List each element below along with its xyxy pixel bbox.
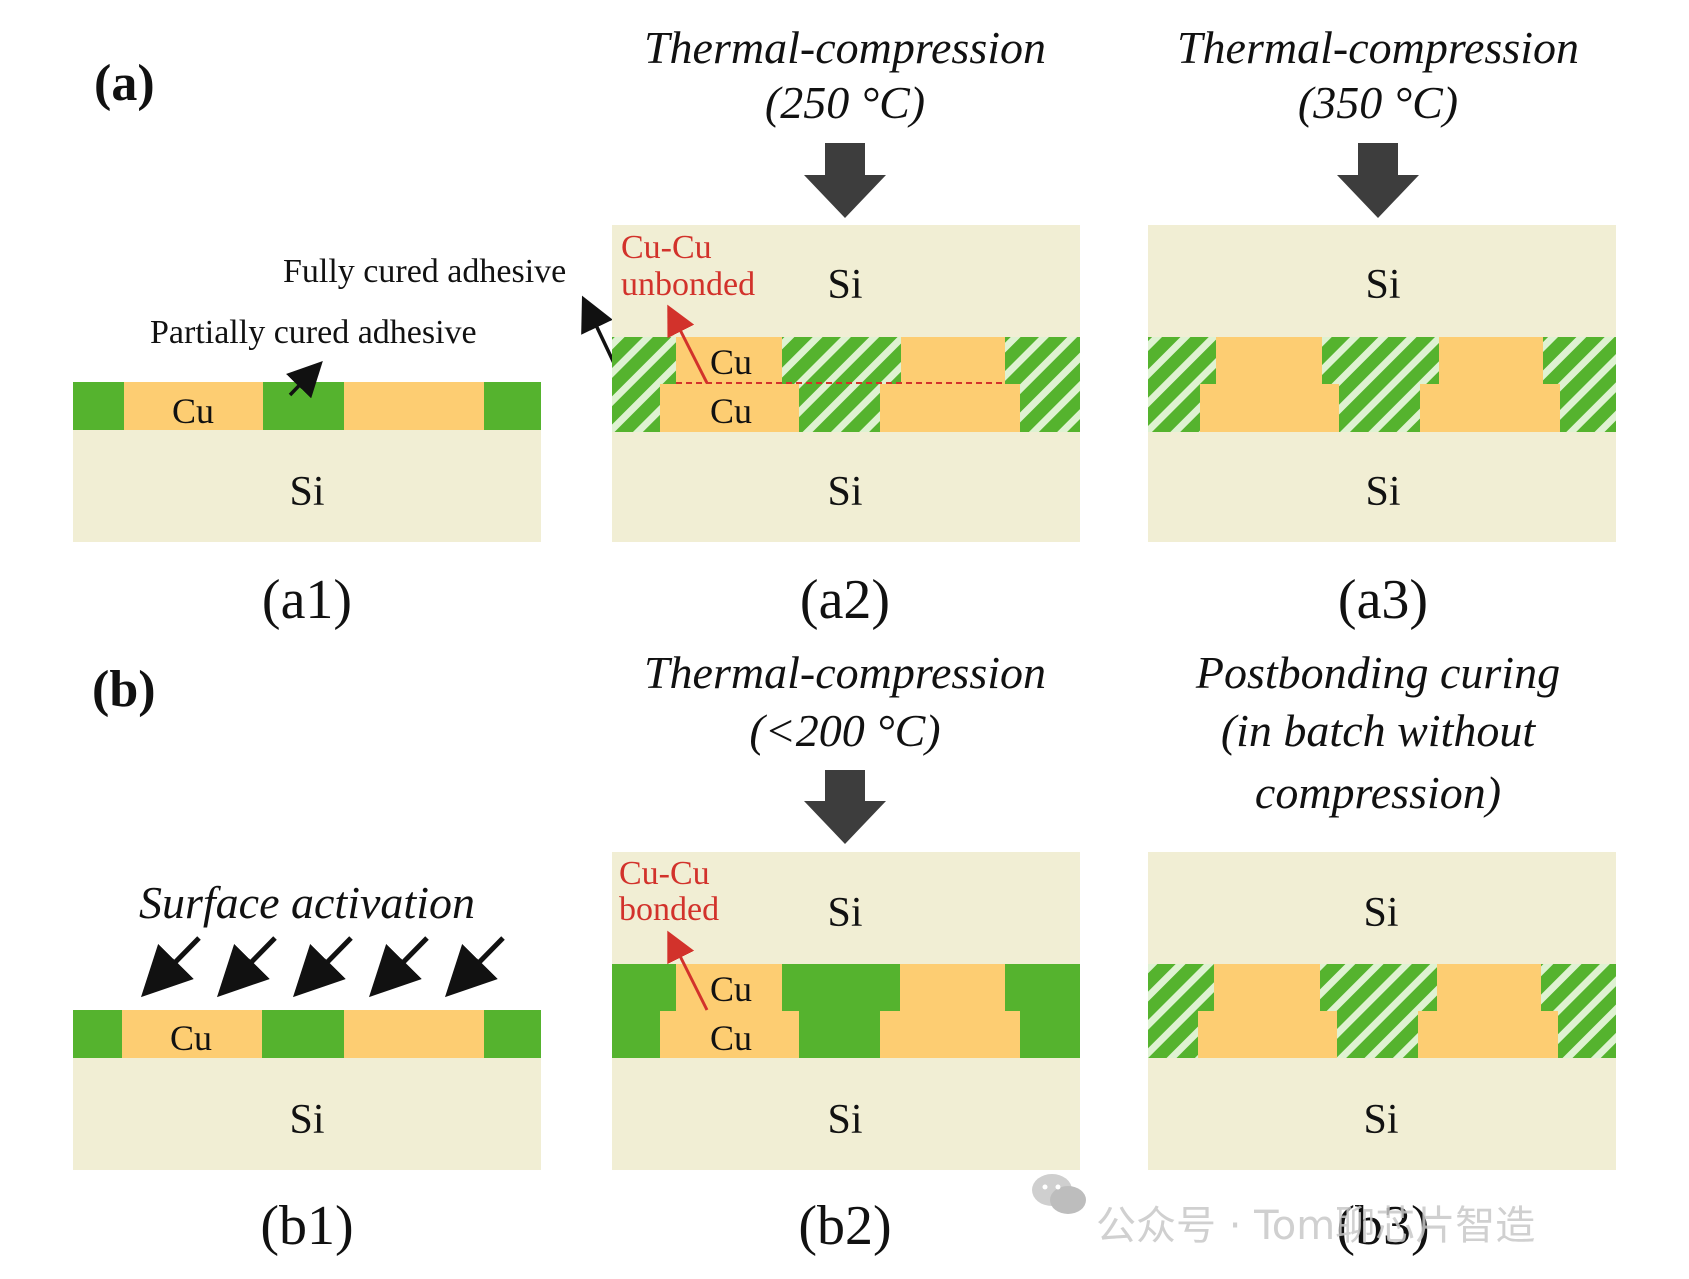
caption-a3: (a3) xyxy=(1338,569,1428,631)
caption-b2: (b2) xyxy=(798,1195,891,1257)
b2-si-bottom xyxy=(612,1058,1080,1170)
a2-title-line2: (250 °C) xyxy=(765,77,925,128)
b2-si-bottom-label: Si xyxy=(827,1097,862,1143)
a2-down-arrow-icon xyxy=(804,143,886,218)
a2-cu-top-label: Cu xyxy=(710,342,752,382)
a2-cu-bottom-2 xyxy=(880,384,1020,432)
a3-si-top-label: Si xyxy=(1365,262,1400,308)
a2-cu-top-1 xyxy=(676,337,782,384)
fully-cured-label: Fully cured adhesive xyxy=(283,253,566,290)
a3-cu-bottom-2 xyxy=(1420,384,1560,432)
a2-unbonded-label-line1: Cu-Cu xyxy=(621,229,712,266)
b2-down-arrow-icon xyxy=(804,770,886,844)
a1-si-label: Si xyxy=(289,469,324,515)
panel-a-label: (a) xyxy=(94,55,155,112)
b2-title-line2: (<200 °C) xyxy=(749,705,940,756)
a3-cu-top-1 xyxy=(1216,337,1322,384)
a2-si-bottom-label: Si xyxy=(827,469,862,515)
b2-cu-top-2 xyxy=(900,964,1005,1011)
activation-arrow-icon xyxy=(444,936,505,998)
b3-cu-bottom-2 xyxy=(1418,1011,1558,1058)
b2-bonded-label-line2: bonded xyxy=(619,891,719,928)
a3-structure: Si Si xyxy=(1148,225,1616,542)
b3-title-line2: (in batch without xyxy=(1221,705,1537,756)
b3-si-top-label: Si xyxy=(1363,890,1398,936)
a2-title-line1: Thermal-compression xyxy=(644,22,1046,73)
a1-cu-label: Cu xyxy=(172,391,214,431)
a1-si-substrate xyxy=(73,430,541,542)
a3-si-bottom xyxy=(1148,432,1616,542)
b1-si-substrate xyxy=(73,1058,541,1170)
b2-title-line1: Thermal-compression xyxy=(644,647,1046,698)
b3-si-top xyxy=(1148,852,1616,964)
a3-title-line2: (350 °C) xyxy=(1298,77,1458,128)
activation-arrow-icon xyxy=(216,936,277,998)
surface-activation-label: Surface activation xyxy=(139,877,475,928)
b1-si-label: Si xyxy=(289,1097,324,1143)
a3-cu-top-2 xyxy=(1439,337,1543,384)
a2-cu-top-2 xyxy=(901,337,1005,384)
surface-activation-arrows xyxy=(140,936,505,998)
a3-title-line1: Thermal-compression xyxy=(1177,22,1579,73)
b3-cu-top-2 xyxy=(1437,964,1541,1011)
a2-structure: Si Si Cu Cu Cu-Cu unbonded xyxy=(612,225,1080,542)
b3-si-bottom xyxy=(1148,1058,1616,1170)
b2-si-top-label: Si xyxy=(827,890,862,936)
b2-cu-bottom-1 xyxy=(660,1011,799,1058)
b3-cu-top-1 xyxy=(1214,964,1320,1011)
a2-si-bottom xyxy=(612,432,1080,542)
activation-arrow-icon xyxy=(368,936,429,998)
b2-bonded-label-line1: Cu-Cu xyxy=(619,855,710,892)
b2-cu-top-1 xyxy=(676,964,782,1011)
b2-cu-bottom-2 xyxy=(880,1011,1020,1058)
b1-cu-pad-1 xyxy=(122,1010,262,1058)
a3-cu-bottom-1 xyxy=(1200,384,1339,432)
b2-structure: Si Si Cu Cu Cu-Cu bonded xyxy=(612,852,1080,1170)
a1-structure: Cu Si xyxy=(73,360,541,542)
b3-title-line3: compression) xyxy=(1255,767,1501,818)
caption-b1: (b1) xyxy=(260,1195,353,1257)
b3-si-bottom-label: Si xyxy=(1363,1097,1398,1143)
partially-cured-label: Partially cured adhesive xyxy=(150,314,477,351)
caption-b3: (b3) xyxy=(1336,1195,1429,1257)
watermark: 公众号 · Tom聊芯片智造 xyxy=(1096,1203,1536,1249)
a2-unbonded-label-line2: unbonded xyxy=(621,266,755,303)
partially-cured-arrow-icon xyxy=(285,360,323,399)
b3-cu-bottom-1 xyxy=(1198,1011,1337,1058)
a2-cu-bottom-1 xyxy=(660,384,799,432)
b2-cu-top-label: Cu xyxy=(710,969,752,1009)
a2-unbonded-arrow-icon xyxy=(667,304,709,384)
a2-cu-bottom-label: Cu xyxy=(710,391,752,431)
b2-bonded-arrow-icon xyxy=(667,930,709,1011)
activation-arrow-icon xyxy=(292,936,353,998)
a1-cu-pad-2 xyxy=(344,382,484,430)
b3-structure: Si Si xyxy=(1148,852,1616,1170)
b1-structure: Cu Si xyxy=(73,1010,541,1170)
caption-a2: (a2) xyxy=(800,569,890,631)
b2-cu-bottom-label: Cu xyxy=(710,1018,752,1058)
a2-si-top-label: Si xyxy=(827,262,862,308)
caption-a1: (a1) xyxy=(262,569,352,631)
wechat-icon xyxy=(1032,1174,1086,1214)
panel-b-label: (b) xyxy=(92,661,156,718)
activation-arrow-icon xyxy=(140,936,201,998)
b1-cu-pad-2 xyxy=(344,1010,484,1058)
a3-si-bottom-label: Si xyxy=(1365,469,1400,515)
b1-cu-label: Cu xyxy=(170,1018,212,1058)
b3-title-line1: Postbonding curing xyxy=(1195,647,1560,698)
a1-cu-pad-1 xyxy=(124,382,263,430)
a3-si-top xyxy=(1148,225,1616,337)
a3-down-arrow-icon xyxy=(1337,143,1419,218)
